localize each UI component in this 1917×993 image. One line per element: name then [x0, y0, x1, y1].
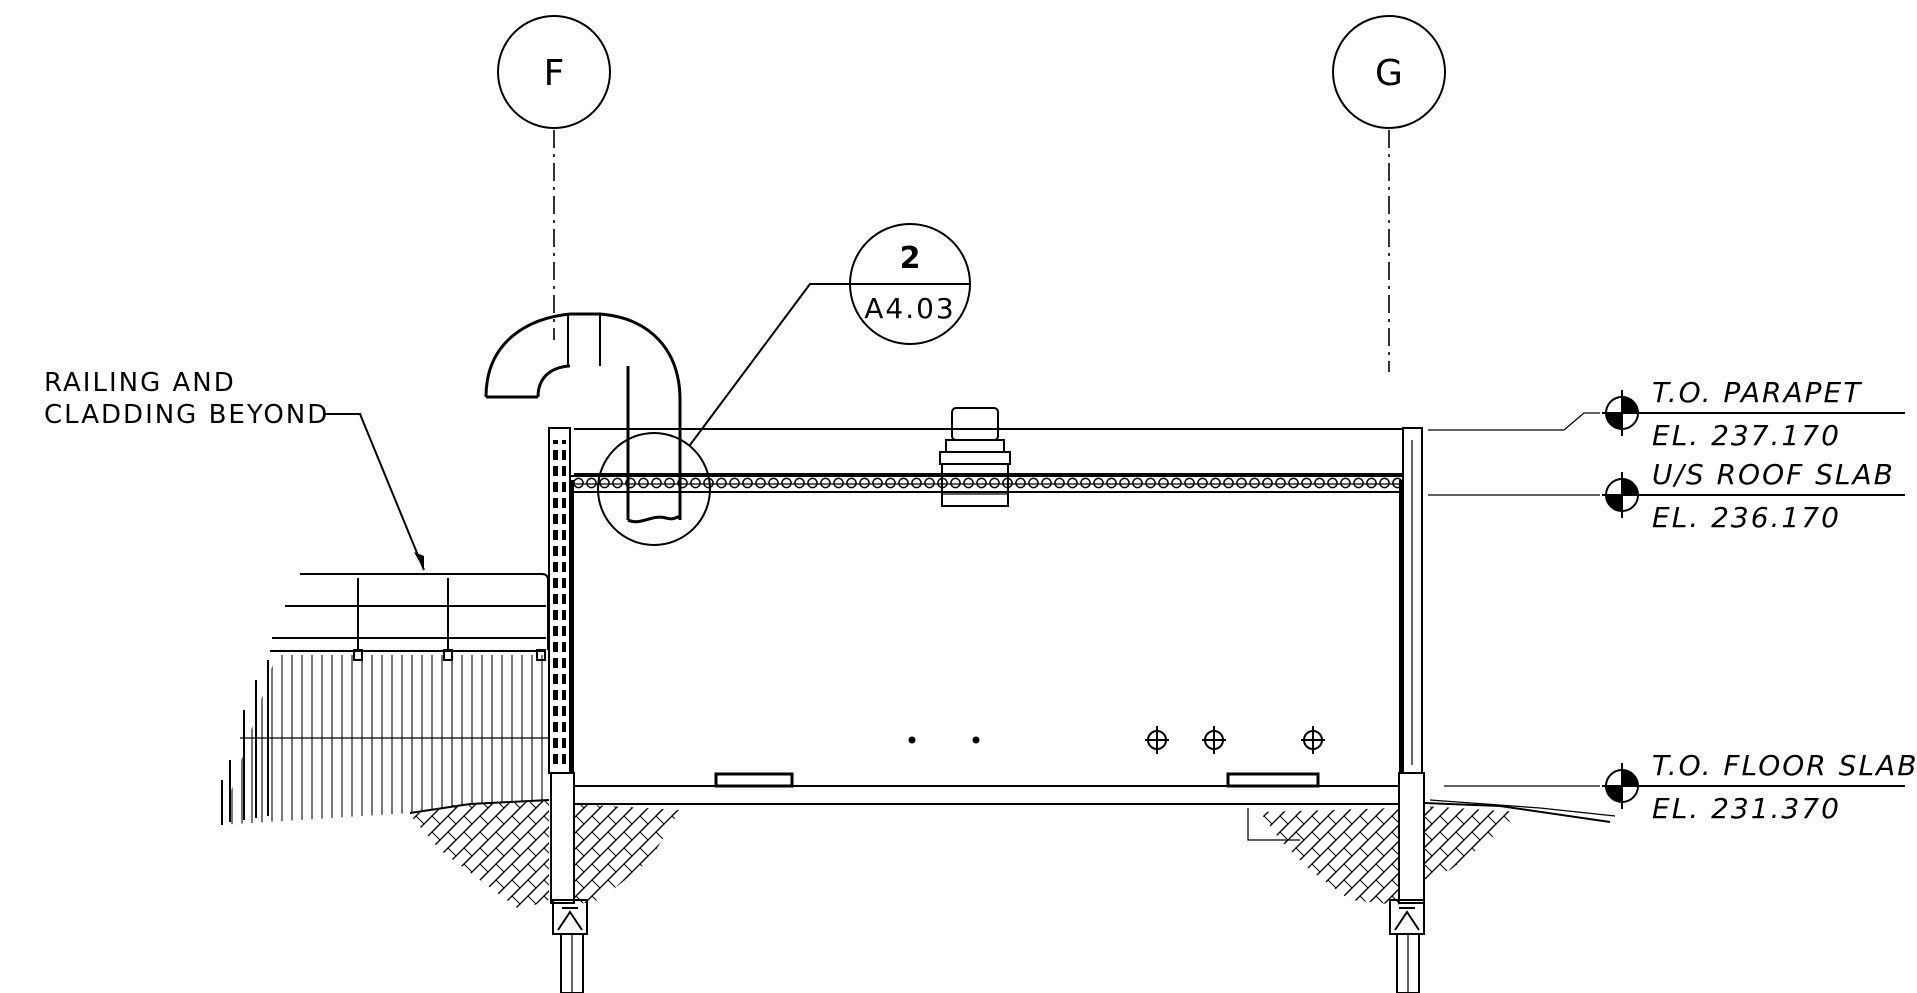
building-section: [409, 407, 1616, 993]
grid-label-f: F: [544, 53, 565, 94]
grid-label-g: G: [1375, 53, 1403, 94]
elevation-value: EL. 231.370: [1652, 792, 1841, 825]
grid-line-g: G: [1332, 15, 1446, 372]
detail-callout: 2 A4.03: [597, 223, 971, 546]
elevation-us-roof-slab: U/S ROOF SLAB EL. 236.170: [1428, 458, 1905, 534]
grid-line-f: F: [497, 15, 611, 340]
elevation-tos-parapet: T.O. PARAPET EL. 237.170: [1428, 376, 1905, 452]
elevation-name: T.O. PARAPET: [1652, 376, 1862, 409]
elevation-tos-floor-slab: T.O. FLOOR SLAB EL. 231.370: [1444, 749, 1917, 825]
detail-sheet: A4.03: [864, 292, 956, 325]
note-line-1: RAILING AND: [44, 368, 236, 398]
elevation-name: T.O. FLOOR SLAB: [1652, 749, 1917, 782]
note-line-2: CLADDING BEYOND: [44, 400, 329, 430]
elevation-name: U/S ROOF SLAB: [1652, 458, 1895, 491]
elevation-value: EL. 237.170: [1652, 419, 1841, 452]
detail-number: 2: [900, 241, 921, 276]
exhaust-gooseneck: [484, 312, 682, 524]
railing-cladding: [220, 573, 549, 825]
note-railing-cladding: RAILING AND CLADDING BEYOND: [44, 368, 425, 571]
elevation-value: EL. 236.170: [1652, 501, 1841, 534]
